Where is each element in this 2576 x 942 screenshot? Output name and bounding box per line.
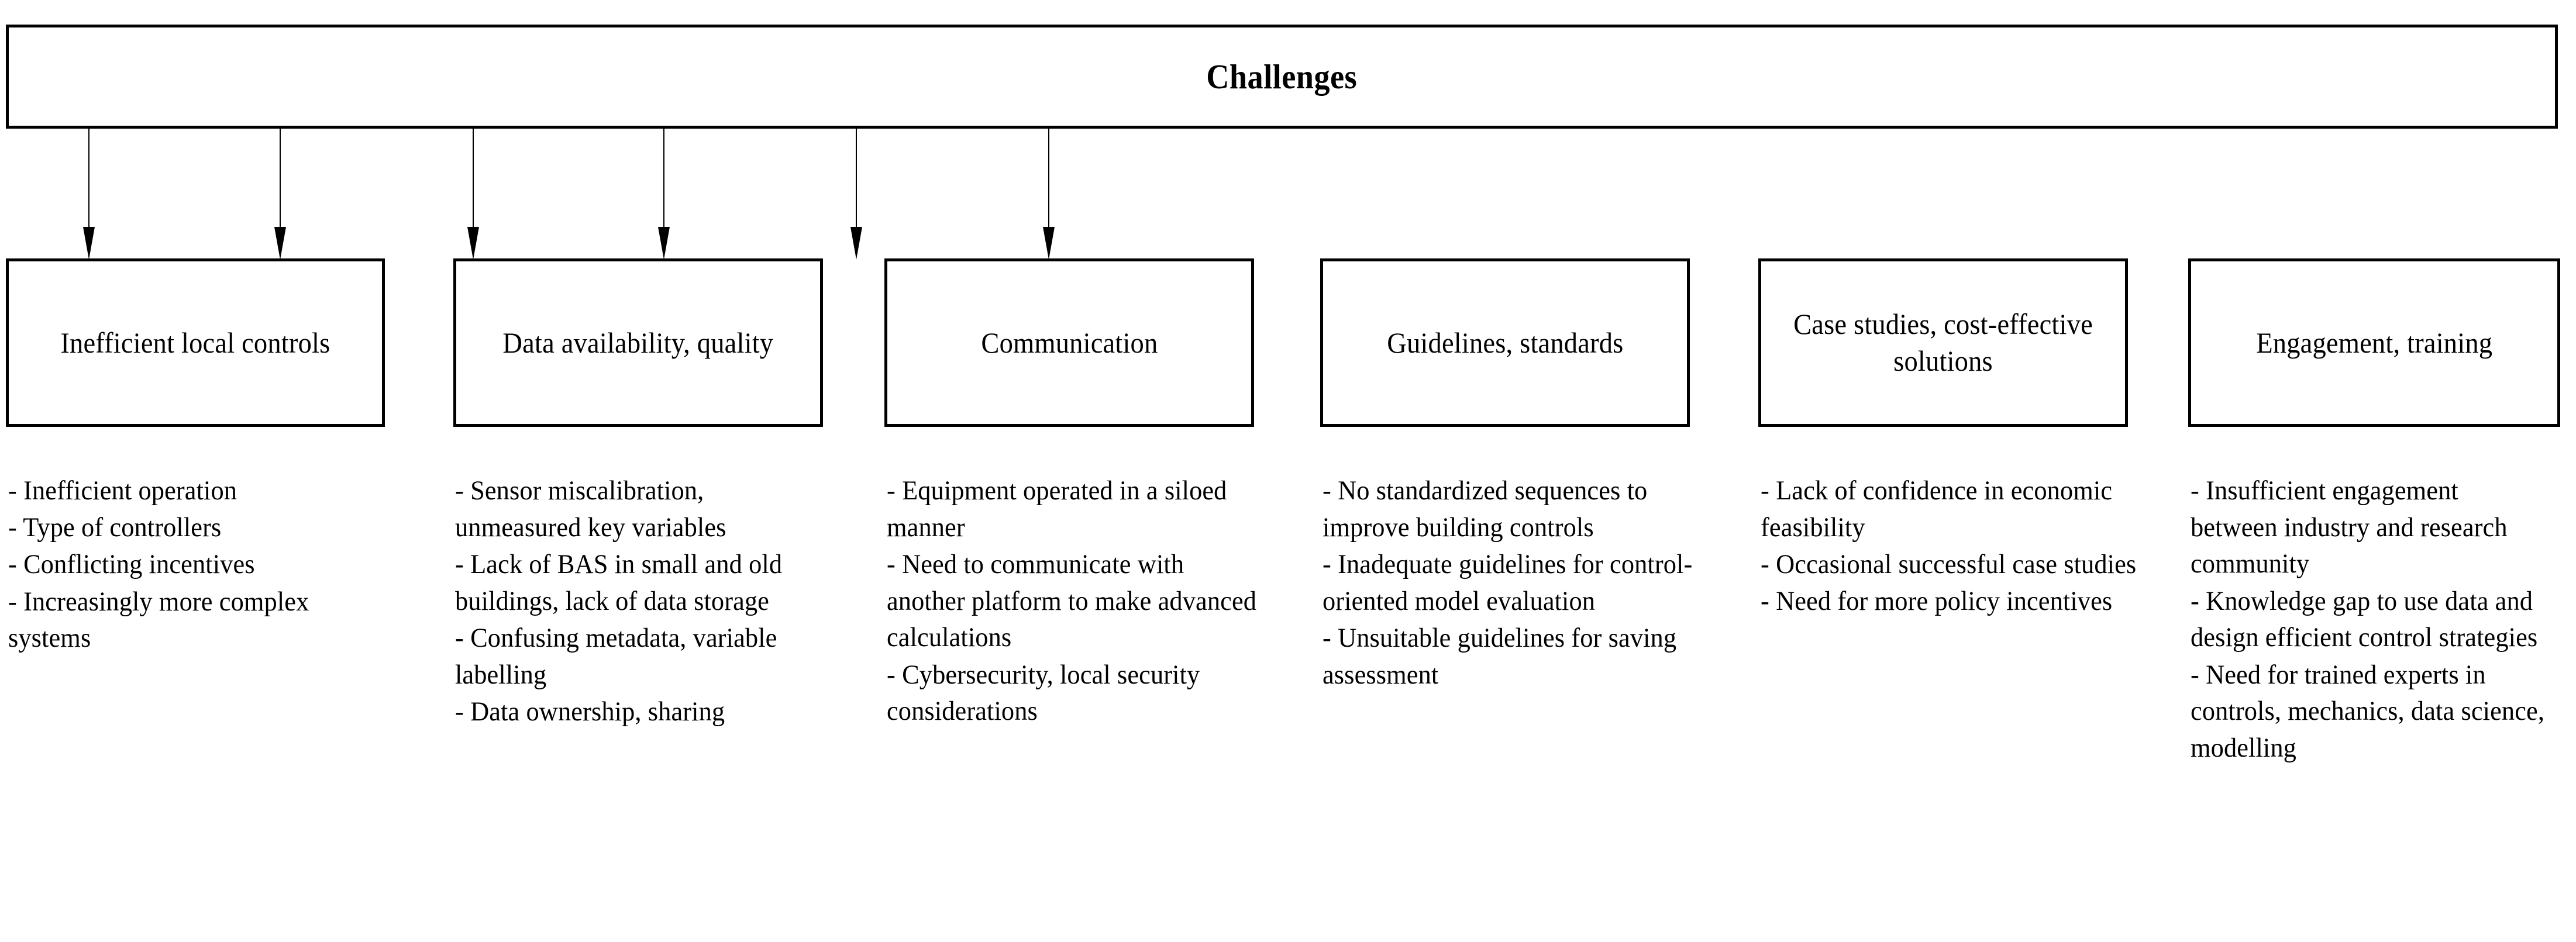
category-box-communication: Communication xyxy=(884,258,1254,427)
bullet-list-data-availability-quality: - Sensor miscalibration, unmeasured key … xyxy=(455,472,841,730)
list-item: - Increasingly more complex systems xyxy=(8,586,309,654)
connector-stem xyxy=(1048,129,1049,229)
list-item: - Lack of BAS in small and old buildings… xyxy=(455,548,783,616)
list-item: - Sensor miscalibration, unmeasured key … xyxy=(455,475,726,543)
bullet-list-engagement-training: - Insufficient engagement between indust… xyxy=(2191,472,2572,767)
list-item: - Type of controllers xyxy=(8,512,222,543)
list-item: - Need for trained experts in controls, … xyxy=(2191,659,2545,764)
connector-arrow-2 xyxy=(274,129,286,260)
connector-arrow-1 xyxy=(83,129,95,260)
category-label: Guidelines, standards xyxy=(1386,326,1624,359)
list-item: - Knowledge gap to use data and design e… xyxy=(2191,585,2538,653)
bullet-list-guidelines-standards: - No standardized sequences to improve b… xyxy=(1323,472,1716,693)
list-item: - Inefficient operation xyxy=(8,475,237,506)
list-item: - Inadequate guidelines for control-orie… xyxy=(1323,548,1693,616)
list-item: - Data ownership, sharing xyxy=(455,696,725,727)
list-item: - Conflicting incentives xyxy=(8,549,255,580)
arrowhead-icon xyxy=(274,227,286,260)
root-node-title: Challenges xyxy=(1206,57,1358,96)
connector-stem xyxy=(280,129,281,229)
arrowhead-icon xyxy=(467,227,479,260)
connector-stem xyxy=(473,129,474,229)
category-box-guidelines-standards: Guidelines, standards xyxy=(1320,258,1690,427)
list-item: - Equipment operated in a siloed manner xyxy=(887,475,1227,543)
list-item: - Need for more policy incentives xyxy=(1761,586,2113,617)
arrowhead-icon xyxy=(83,227,95,260)
connector-arrow-5 xyxy=(850,129,862,260)
root-node-challenges: Challenges xyxy=(6,25,2558,129)
list-item: - Insufficient engagement between indust… xyxy=(2191,475,2508,579)
bullet-list-case-studies-cost-effective-solutions: - Lack of confidence in economic feasibi… xyxy=(1761,472,2164,620)
category-box-engagement-training: Engagement, training xyxy=(2188,258,2560,427)
list-item: - Occasional successful case studies xyxy=(1761,548,2137,579)
bullet-list-communication: - Equipment operated in a siloed manner … xyxy=(887,472,1284,730)
connector-arrow-4 xyxy=(658,129,670,260)
category-label: Communication xyxy=(980,326,1158,359)
list-item: - Lack of confidence in economic feasibi… xyxy=(1761,475,2113,543)
list-item: - Unsuitable guidelines for saving asses… xyxy=(1323,622,1677,690)
category-box-data-availability-quality: Data availability, quality xyxy=(453,258,823,427)
list-item: - Need to communicate with another platf… xyxy=(887,548,1257,653)
connector-arrow-3 xyxy=(467,129,479,260)
category-label: Case studies, cost-effective solutions xyxy=(1793,308,2093,377)
category-label: Engagement, training xyxy=(2255,326,2492,359)
arrowhead-icon xyxy=(850,227,862,260)
list-item: - Confusing metadata, variable labelling xyxy=(455,622,777,690)
connector-stem xyxy=(88,129,89,229)
bullet-list-inefficient-local-controls: - Inefficient operation - Type of contro… xyxy=(8,472,406,657)
connector-stem xyxy=(663,129,664,229)
list-item: - Cybersecurity, local security consider… xyxy=(887,659,1200,727)
category-box-inefficient-local-controls: Inefficient local controls xyxy=(6,258,385,427)
arrowhead-icon xyxy=(658,227,670,260)
connector-stem xyxy=(856,129,857,229)
category-label: Data availability, quality xyxy=(502,326,774,359)
connector-arrow-6 xyxy=(1043,129,1055,260)
category-label: Inefficient local controls xyxy=(60,326,330,359)
list-item: - No standardized sequences to improve b… xyxy=(1323,475,1648,543)
arrowhead-icon xyxy=(1043,227,1055,260)
category-box-case-studies-cost-effective-solutions: Case studies, cost-effective solutions xyxy=(1758,258,2128,427)
